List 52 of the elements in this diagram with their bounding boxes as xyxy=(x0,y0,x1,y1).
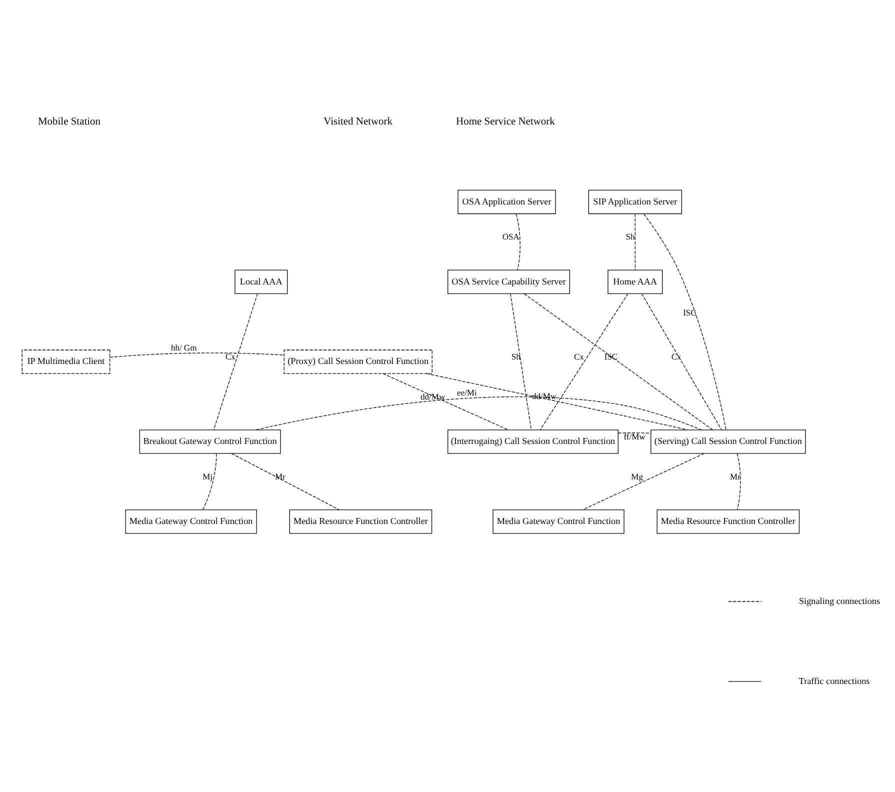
label: Visited Network xyxy=(323,116,392,128)
edge-label: Mg xyxy=(630,470,642,481)
connector xyxy=(736,452,740,510)
connector xyxy=(643,213,726,430)
connector xyxy=(634,213,635,270)
node-box: (Proxy) Call Session Control Function xyxy=(283,349,432,374)
connector xyxy=(212,292,258,430)
edge-label: ee/Mi xyxy=(456,386,476,397)
edge-label: OSA xyxy=(502,231,519,242)
legend-label: Traffic connections xyxy=(798,675,870,686)
connector xyxy=(523,292,712,430)
node-box: Media Gateway Control Function xyxy=(124,508,256,534)
edge-label: Cx xyxy=(573,350,584,361)
edge-label: Mr xyxy=(274,470,285,481)
connector xyxy=(582,452,704,510)
edge-label: Sh xyxy=(510,350,520,361)
edge-label: dd/Mw xyxy=(420,390,445,401)
node-box: (Interrogaing) Call Session Control Function xyxy=(447,429,618,454)
connector xyxy=(539,292,628,430)
node-box: OSA Service Capability Server xyxy=(447,269,570,294)
edge-label: hh/ Gm xyxy=(170,342,196,352)
connector xyxy=(255,396,702,430)
node-box: IP Multimedia Client xyxy=(21,349,110,374)
node-box: Breakout Gateway Control Function xyxy=(138,429,280,454)
edge-label: Sh xyxy=(625,231,634,242)
node-box: (Serving) Call Session Control Function xyxy=(650,429,806,454)
connector xyxy=(230,452,339,510)
node-box: Media Gateway Control Function xyxy=(492,508,624,534)
connector xyxy=(640,292,722,430)
edge-label: ff/Mw xyxy=(623,431,645,442)
connector xyxy=(515,213,520,270)
connector xyxy=(426,372,688,430)
connector xyxy=(510,292,532,430)
edge-label: Mj xyxy=(202,470,212,481)
connector xyxy=(617,432,651,434)
node-box: Home AAA xyxy=(607,269,662,294)
legend-label: Signaling connections xyxy=(798,595,880,606)
label: Mobile Station xyxy=(37,116,100,128)
edge-label: Mr xyxy=(730,470,740,481)
edge-label: Cx xyxy=(224,350,235,361)
label: Home Service Network xyxy=(456,116,554,128)
node-box: OSA Application Server xyxy=(457,189,556,214)
node-box: SIP Application Server xyxy=(588,189,682,214)
node-box: Media Resource Function Controller xyxy=(288,508,432,534)
node-box: Local AAA xyxy=(234,269,288,294)
edge-label: ISC xyxy=(682,307,696,318)
node-box: Media Resource Function Controller xyxy=(656,508,800,534)
connector xyxy=(202,452,216,510)
connector xyxy=(109,352,284,358)
connector xyxy=(382,372,508,430)
edge-label: ISC xyxy=(604,350,618,361)
edge-label: Cx xyxy=(670,350,681,361)
